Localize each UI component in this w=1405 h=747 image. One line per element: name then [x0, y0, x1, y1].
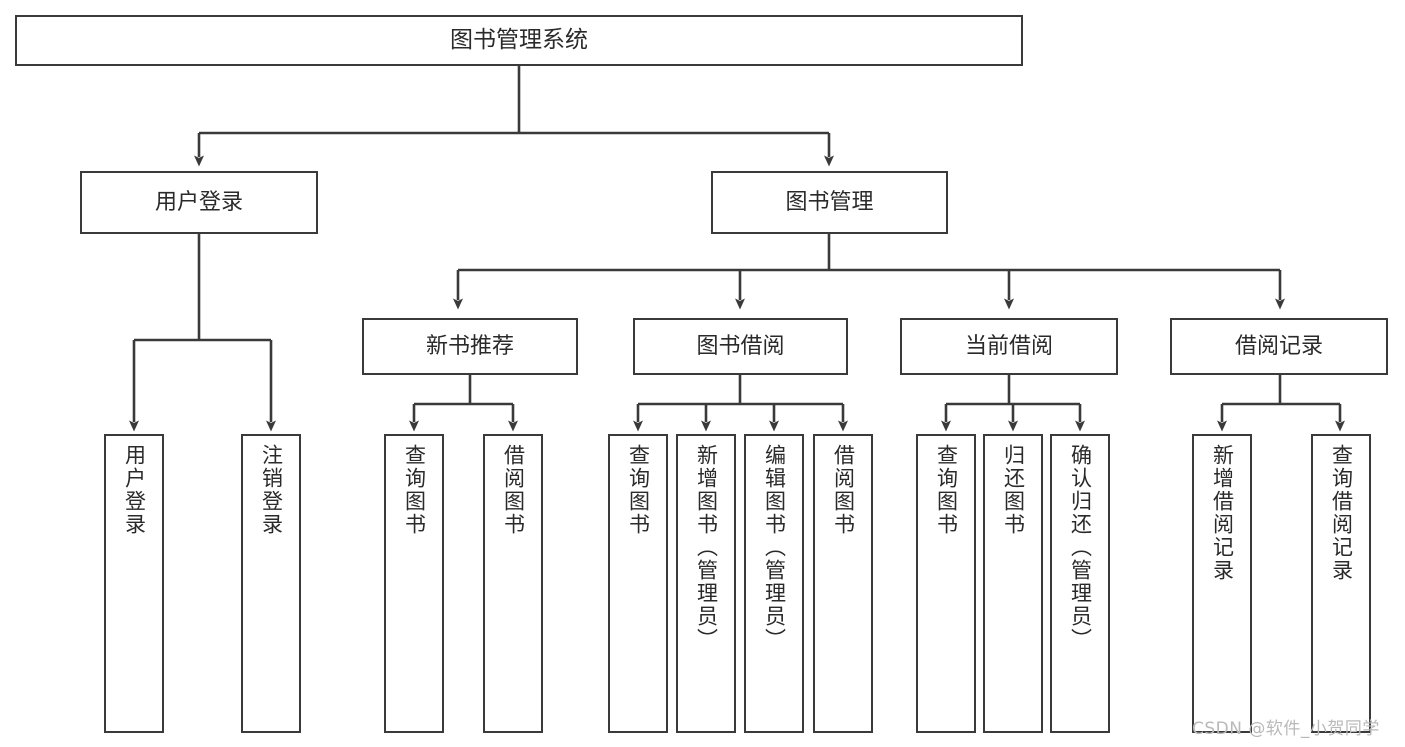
node-leaf-query-book-recommend[interactable]: 查询图书 [384, 434, 444, 733]
node-label: 编辑图书（管理员） [762, 444, 787, 651]
node-book-management[interactable]: 图书管理 [711, 171, 948, 234]
node-label: 归还图书 [1001, 444, 1026, 536]
node-current-borrow[interactable]: 当前借阅 [900, 318, 1118, 375]
node-leaf-query-book-current[interactable]: 查询图书 [916, 434, 976, 733]
node-leaf-add-book-admin[interactable]: 新增图书（管理员） [676, 434, 736, 733]
node-label: 新增借阅记录 [1210, 444, 1235, 582]
node-leaf-borrow-book[interactable]: 借阅图书 [813, 434, 873, 733]
node-label: 查询图书 [402, 444, 427, 536]
node-label: 新增图书（管理员） [694, 444, 719, 651]
node-leaf-query-borrow-record[interactable]: 查询借阅记录 [1311, 434, 1371, 733]
node-leaf-return-book[interactable]: 归还图书 [983, 434, 1043, 733]
csdn-watermark: CSDN @软件_小贺同学 [1192, 719, 1380, 739]
node-leaf-confirm-return-admin[interactable]: 确认归还（管理员） [1050, 434, 1110, 733]
node-leaf-user-login[interactable]: 用户登录 [104, 434, 164, 733]
node-label: 用户登录 [122, 444, 147, 536]
node-label: 新书推荐 [425, 333, 514, 359]
node-leaf-borrow-book-recommend[interactable]: 借阅图书 [483, 434, 543, 733]
node-leaf-add-borrow-record[interactable]: 新增借阅记录 [1192, 434, 1252, 733]
node-label: 用户登录 [154, 189, 243, 215]
node-leaf-edit-book-admin[interactable]: 编辑图书（管理员） [744, 434, 804, 733]
node-book-borrow[interactable]: 图书借阅 [633, 318, 848, 375]
node-leaf-logout[interactable]: 注销登录 [241, 434, 301, 733]
node-user-login[interactable]: 用户登录 [80, 171, 318, 234]
node-label: 查询借阅记录 [1329, 444, 1354, 582]
node-label: 查询图书 [934, 444, 959, 536]
node-label: 借阅图书 [501, 444, 526, 536]
node-label: 查询图书 [626, 444, 651, 536]
node-label: 借阅记录 [1234, 333, 1323, 359]
node-label: 图书管理 [785, 189, 874, 215]
node-leaf-query-book[interactable]: 查询图书 [608, 434, 668, 733]
node-borrow-record[interactable]: 借阅记录 [1170, 318, 1388, 375]
node-label: 图书管理系统 [450, 26, 588, 53]
node-label: 当前借阅 [964, 333, 1053, 359]
node-root-system[interactable]: 图书管理系统 [15, 15, 1023, 66]
node-label: 确认归还（管理员） [1068, 444, 1093, 651]
node-label: 图书借阅 [696, 333, 785, 359]
node-label: 借阅图书 [831, 444, 856, 536]
node-label: 注销登录 [259, 444, 284, 536]
node-new-book-recommend[interactable]: 新书推荐 [362, 318, 578, 375]
